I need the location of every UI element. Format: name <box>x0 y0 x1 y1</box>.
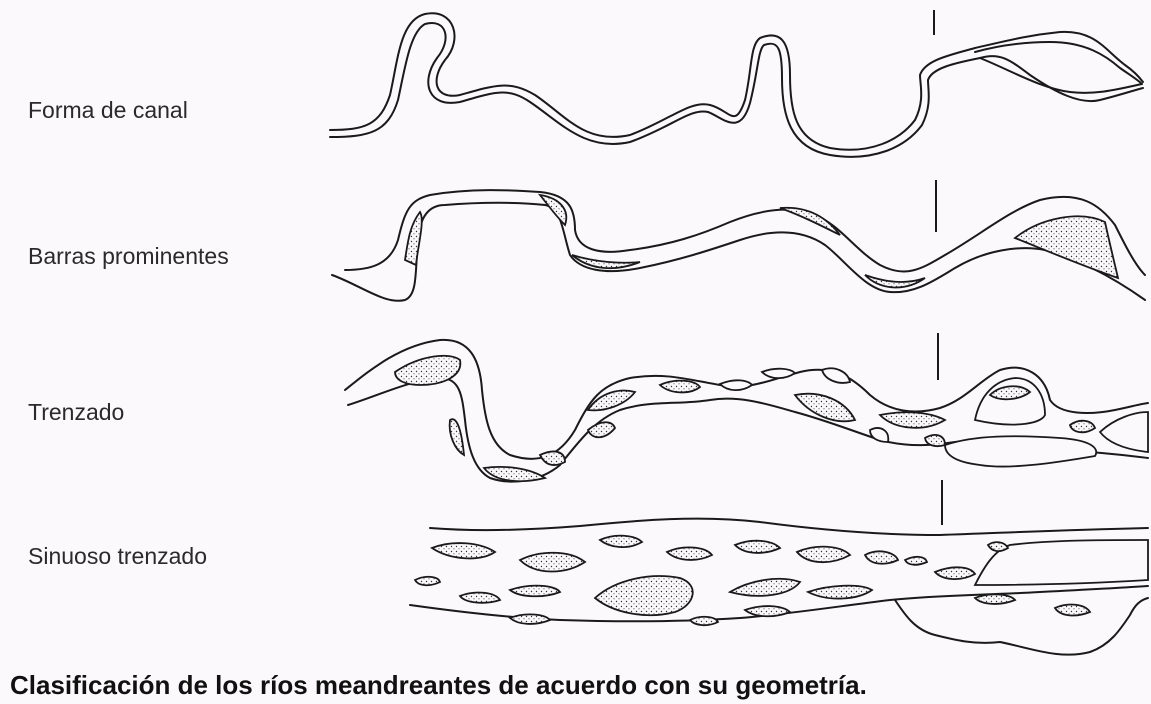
braid-bar <box>460 593 500 603</box>
braid-bar <box>797 547 850 562</box>
prominent-bars-sketch <box>332 190 1145 301</box>
braid-bar <box>667 547 712 560</box>
point-bar <box>1015 216 1118 278</box>
braid-bar <box>690 617 718 625</box>
braid-bar <box>975 594 1015 604</box>
braid-bar <box>808 586 872 599</box>
point-bar <box>405 212 422 265</box>
braid-bar <box>865 551 898 563</box>
braid-island <box>720 380 752 390</box>
braid-island <box>822 368 850 383</box>
braid-bar <box>450 419 464 455</box>
braid-bar <box>660 381 700 393</box>
braid-bar <box>735 541 780 553</box>
braid-island <box>1100 412 1148 452</box>
braid-bar <box>415 577 440 585</box>
braid-bar <box>745 606 790 616</box>
braided-sketch <box>345 340 1148 482</box>
braid-island <box>975 378 1045 425</box>
sinuous-braided-sketch <box>410 519 1148 655</box>
braid-bar <box>540 451 565 465</box>
braid-island <box>945 436 1096 466</box>
braid-bar <box>520 553 585 572</box>
braid-bar <box>795 394 855 422</box>
braid-bar <box>595 576 693 615</box>
braid-bar <box>1070 421 1095 433</box>
channel-form-sketch <box>330 13 1143 157</box>
braid-bar <box>988 542 1008 551</box>
braid-bar <box>510 614 550 624</box>
braid-bar <box>1055 605 1090 616</box>
braid-bar <box>905 557 927 565</box>
braid-bar <box>432 543 495 558</box>
braid-island <box>870 428 888 442</box>
braid-bar <box>935 567 975 579</box>
braid-bar <box>880 412 945 428</box>
braid-bar <box>588 422 615 437</box>
point-bar <box>780 208 840 235</box>
braid-bar <box>730 579 800 596</box>
braid-bar <box>510 586 560 597</box>
braid-bar <box>600 536 642 547</box>
braid-island <box>762 369 795 378</box>
point-bar <box>865 275 925 287</box>
